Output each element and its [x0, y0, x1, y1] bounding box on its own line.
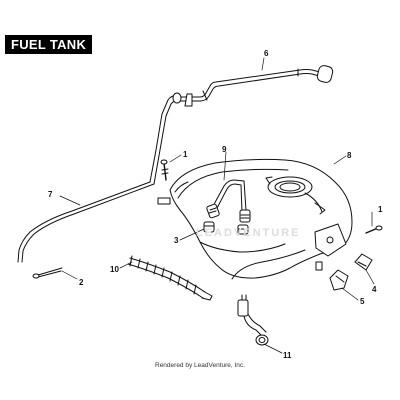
callout-11: 11	[283, 351, 292, 360]
callout-5: 5	[360, 297, 365, 306]
callout-6: 6	[264, 49, 269, 58]
page-title: FUEL TANK	[5, 35, 93, 54]
part-3-fittings	[203, 221, 249, 235]
part-7-breather-line	[17, 92, 193, 263]
part-6-vent-line	[179, 65, 334, 102]
callout-9: 9	[222, 145, 227, 154]
part-4-clip	[354, 253, 373, 271]
part-2-cotter-pin	[32, 267, 63, 279]
callout-2: 2	[79, 278, 84, 287]
callout-1-right: 1	[378, 205, 383, 214]
callout-8: 8	[347, 151, 352, 160]
part-10-sleeve	[127, 255, 213, 301]
leader-lines	[59, 57, 375, 354]
part-1-screws	[160, 159, 383, 234]
callout-7: 7	[48, 190, 53, 199]
part-9-crossover-line	[206, 179, 251, 223]
callout-3: 3	[174, 236, 179, 245]
part-8-fuel-tank	[157, 158, 353, 280]
part-11-fuel-valve	[237, 294, 269, 346]
callout-10: 10	[110, 265, 119, 274]
part-5-bracket	[329, 269, 349, 291]
footer-credit: Rendered by LeadVenture, Inc.	[155, 362, 245, 369]
callout-4: 4	[372, 285, 377, 294]
watermark: LEADVENTURE	[196, 227, 301, 239]
callout-1-top: 1	[183, 150, 188, 159]
